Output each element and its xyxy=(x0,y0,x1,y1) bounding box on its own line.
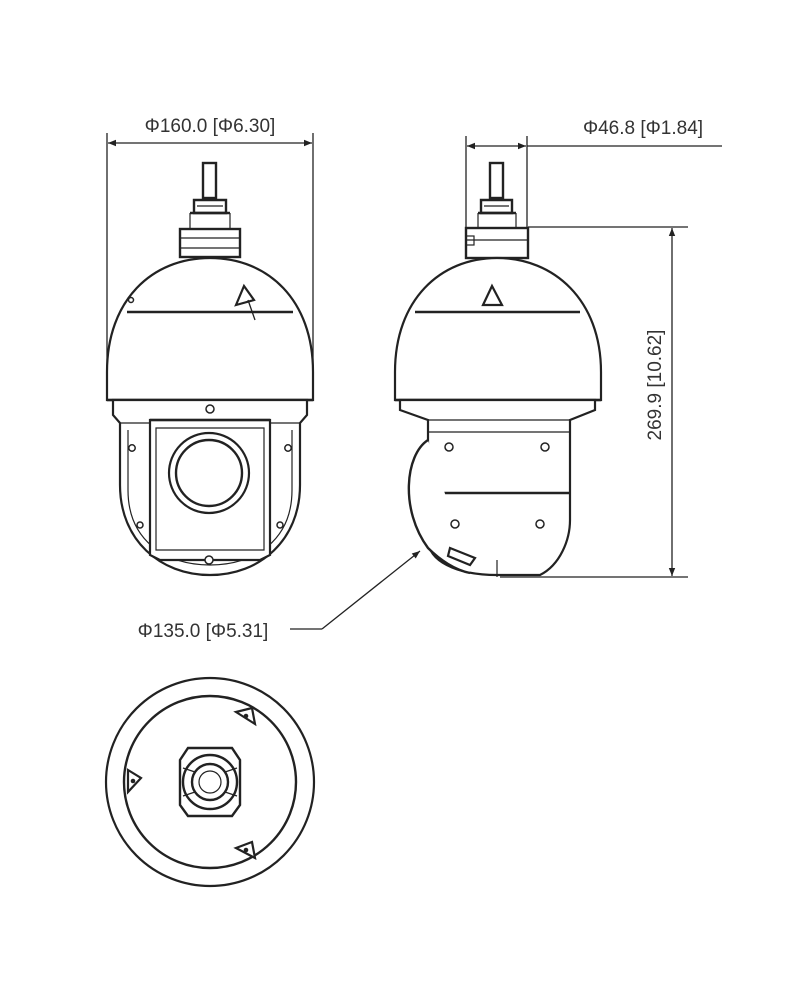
housing-diameter-label: Φ135.0 [Φ5.31] xyxy=(138,621,269,642)
housing-diameter-dimension: Φ135.0 [Φ5.31] xyxy=(138,550,421,642)
front-cable xyxy=(201,161,218,200)
side-view xyxy=(393,161,603,577)
side-latch-icon xyxy=(481,283,504,307)
top-view xyxy=(104,676,316,888)
front-view xyxy=(105,161,315,577)
height-label: 269.9 [10.62] xyxy=(645,330,666,441)
front-dome-upper xyxy=(105,256,315,402)
side-dome-upper xyxy=(393,256,603,402)
front-latch-icon xyxy=(234,283,256,307)
mount-diameter-label: Φ46.8 [Φ1.84] xyxy=(583,118,703,139)
front-mount-collar xyxy=(178,227,242,259)
mount-diameter-dimension: Φ46.8 [Φ1.84] xyxy=(465,118,722,228)
side-cable xyxy=(488,161,505,200)
height-dimension: 269.9 [10.62] xyxy=(500,226,688,578)
side-mount-collar xyxy=(464,226,530,260)
dome-diameter-label: Φ160.0 [Φ6.30] xyxy=(145,116,276,137)
dome-diameter-dimension: Φ160.0 [Φ6.30] xyxy=(106,116,314,400)
